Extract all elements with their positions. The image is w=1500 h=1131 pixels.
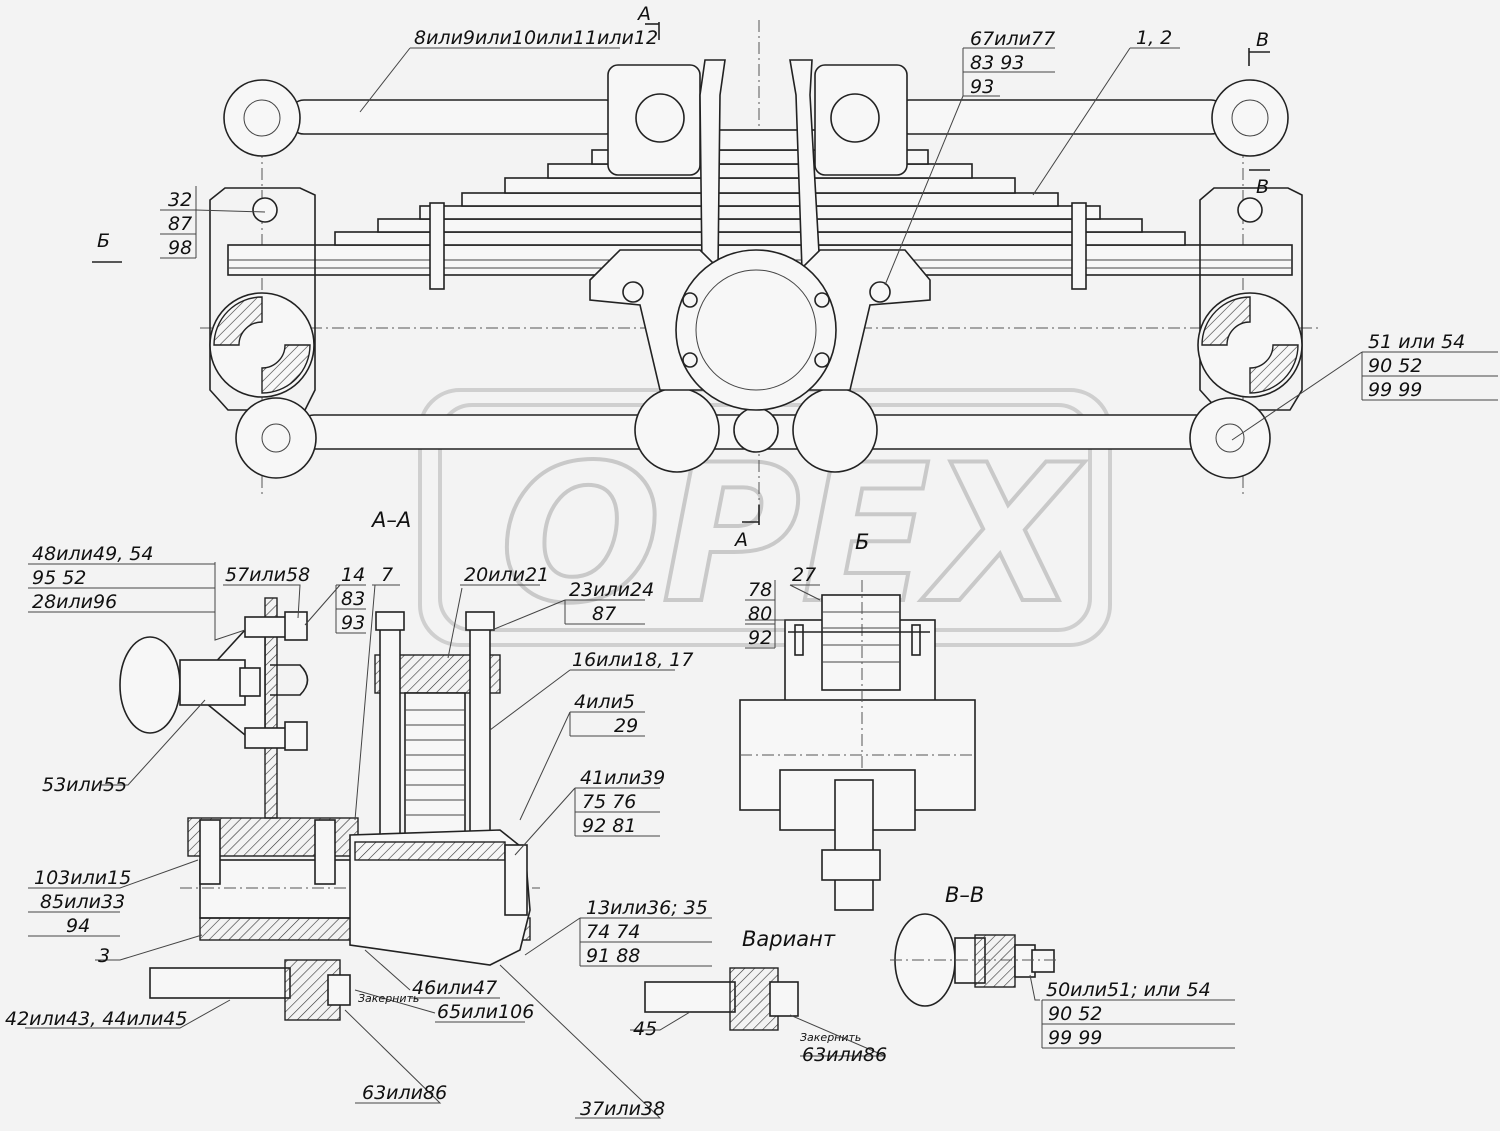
section-mark-a-top: А	[636, 3, 651, 25]
callout-78-line2: 80	[748, 603, 772, 625]
axle-housing	[589, 249, 931, 411]
callout-78-line1: 78	[748, 579, 772, 601]
callout-48-line2: 95 52	[32, 567, 86, 589]
callout-23-line1: 23или24	[569, 579, 654, 601]
callout-32-line3: 98	[168, 237, 192, 259]
callout-53: 53или55	[42, 774, 127, 796]
callout-32-line1: 32	[168, 189, 192, 211]
right-bracket	[1197, 187, 1303, 411]
callout-45: 45	[633, 1018, 657, 1040]
callout-67-line1: 67или77	[970, 28, 1055, 50]
callout-67-line3: 93	[970, 76, 994, 98]
section-aa-view: А–А	[25, 508, 662, 1119]
callout-13-line2: 74 74	[586, 921, 640, 943]
upper-reaction-rods	[223, 79, 1289, 157]
callout-63-aa: 63или86	[362, 1082, 447, 1104]
callout-7: 7	[381, 564, 393, 586]
callout-16: 16или18, 17	[572, 649, 693, 671]
main-assembly-view: А А В В Б	[92, 3, 1320, 551]
callout-labels: 8или9или10или11или12 67или77 83 93 93 1,…	[5, 27, 1498, 1120]
top-central-brackets	[607, 59, 908, 271]
left-bracket	[209, 187, 316, 411]
section-mark-b-arrow: Б	[97, 230, 110, 252]
callout-51-line1: 51 или 54	[1368, 331, 1465, 353]
callout-103-line1: 103или15	[34, 867, 131, 889]
watermark-logo: OPEX	[418, 388, 1112, 647]
callout-50-line1: 50или51; или 54	[1046, 979, 1211, 1001]
section-vv-view: В–В	[890, 883, 1060, 1007]
note-zakernit-2: Закернить	[800, 1031, 861, 1044]
callout-20: 20или21	[464, 564, 549, 586]
callout-13-line1: 13или36; 35	[586, 897, 708, 919]
callout-48-line1: 48или49, 54	[32, 543, 153, 565]
callout-50-line2: 90 52	[1048, 1003, 1102, 1025]
section-mark-a-bottom: А	[733, 529, 748, 551]
callout-103-line3: 94	[66, 915, 90, 937]
callout-48-line3: 28или96	[32, 591, 117, 613]
variant-title: Вариант	[742, 927, 836, 951]
callout-51-line2: 90 52	[1368, 355, 1422, 377]
variant-view: Вариант	[630, 927, 886, 1057]
callout-14-line1: 14	[341, 564, 365, 586]
callout-4-line1: 4или5	[574, 691, 635, 713]
callout-top-rod: 8или9или10или11или12	[414, 27, 658, 49]
callout-67-line2: 83 93	[970, 52, 1024, 74]
note-zakernit-1: Закернить	[358, 992, 419, 1005]
lower-reaction-rods	[235, 387, 1271, 479]
callout-14-line2: 83	[341, 588, 365, 610]
section-marks: А А В В Б	[92, 3, 1270, 551]
section-aa-title: А–А	[370, 508, 411, 532]
callout-41-line2: 75 76	[582, 791, 636, 813]
view-b: Б	[739, 530, 976, 911]
callout-3: 3	[98, 945, 110, 967]
callout-27: 27	[792, 564, 816, 586]
callout-37: 37или38	[580, 1098, 665, 1120]
section-mark-v-mid: В	[1256, 176, 1269, 198]
callout-4-line2: 29	[614, 715, 638, 737]
view-b-title: Б	[855, 530, 869, 554]
callout-57: 57или58	[225, 564, 310, 586]
callout-42: 42или43, 44или45	[5, 1008, 187, 1030]
callout-41-line3: 92 81	[582, 815, 636, 837]
watermark-text: OPEX	[500, 424, 1086, 645]
callout-51-line3: 99 99	[1368, 379, 1422, 401]
section-vv-title: В–В	[945, 883, 984, 907]
callout-103-line2: 85или33	[40, 891, 125, 913]
callout-46: 46или47	[412, 977, 497, 999]
callout-23-line2: 87	[592, 603, 616, 625]
section-mark-v-top: В	[1256, 29, 1269, 51]
callout-1-2: 1, 2	[1136, 27, 1172, 49]
callout-14-line3: 93	[341, 612, 365, 634]
callout-41-line1: 41или39	[580, 767, 665, 789]
callout-78-line3: 92	[748, 627, 772, 649]
callout-13-line3: 91 88	[586, 945, 640, 967]
callout-50-line3: 99 99	[1048, 1027, 1102, 1049]
callout-32-line2: 87	[168, 213, 192, 235]
callout-65: 65или106	[437, 1001, 534, 1023]
callout-63-variant: 63или86	[802, 1044, 887, 1066]
